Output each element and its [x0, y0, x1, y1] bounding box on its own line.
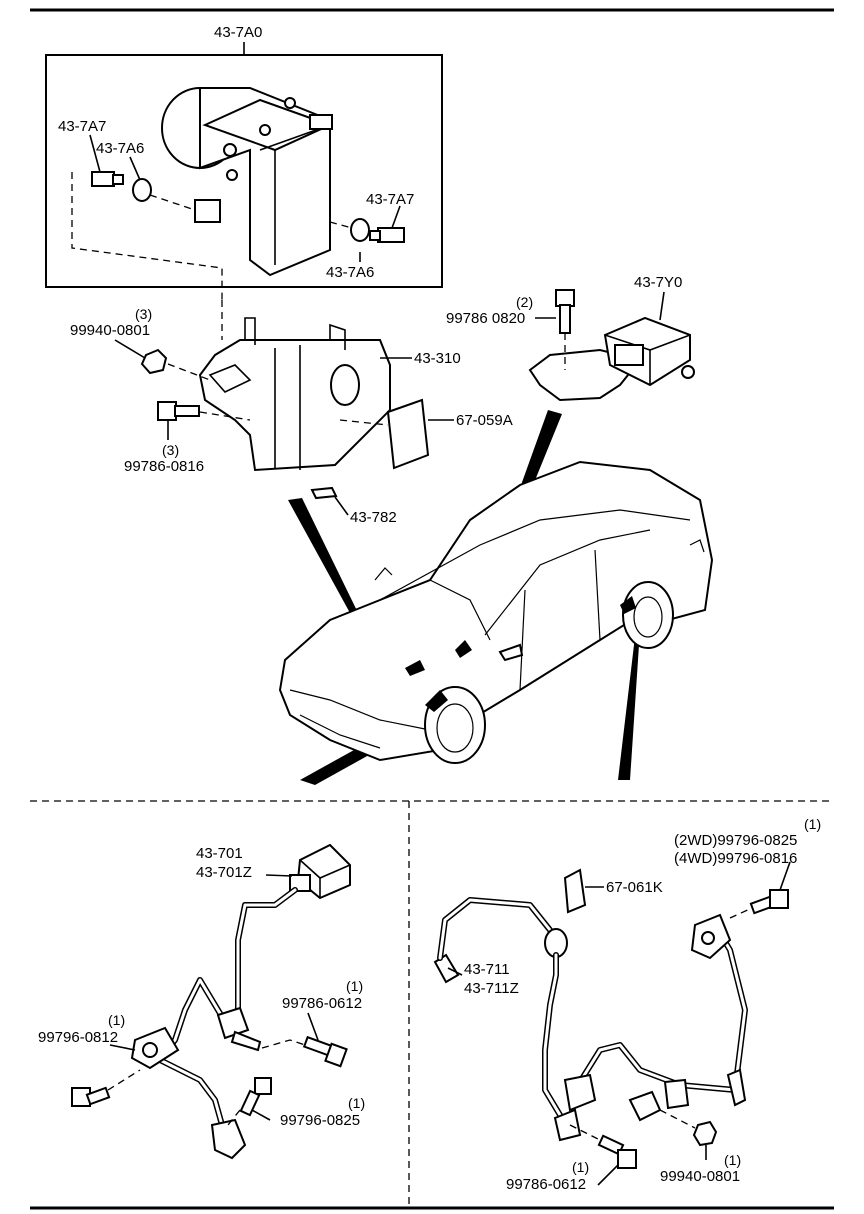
label-washer-b: 43-7A6	[326, 264, 374, 281]
label-bracket: 43-310	[414, 350, 461, 367]
label-rear-bolt-qty: (1)	[804, 816, 821, 832]
label-rear-sensor: 43-711	[464, 961, 510, 978]
leader-clip	[334, 496, 349, 516]
insulator-dash	[339, 419, 389, 426]
rear-nut-icon	[692, 1120, 718, 1147]
front-wheel-sensor	[130, 843, 351, 1160]
leader-front-bolt-c	[251, 1109, 271, 1121]
label-union-bolt-a: 43-7A7	[58, 118, 106, 135]
label-front-sensor-z: 43-701Z	[196, 864, 252, 881]
nut-dash	[167, 363, 211, 381]
label-rear-sensor-z: 43-711Z	[464, 980, 519, 997]
rear-bolt-b-dash	[569, 1124, 601, 1141]
front-bolt-b-dash	[107, 1069, 141, 1091]
rear-wheel-sensor	[433, 897, 748, 1142]
label-hu-assy: 43-7A0	[214, 24, 262, 41]
label-front-bolt-c: 99796-0825	[280, 1112, 360, 1129]
leader-7a7b	[391, 205, 401, 229]
label-insulator: 67-059A	[456, 412, 513, 429]
label-front-sensor: 43-701	[196, 845, 243, 862]
label-sensor-bolt-qty: (2)	[516, 294, 533, 310]
washer-a-icon	[132, 178, 152, 202]
label-rear-bolt-b: 99786-0612	[506, 1176, 586, 1193]
hu-bracket	[198, 317, 391, 472]
label-rear-bolt-2wd: (2WD)99796-0825	[674, 832, 797, 849]
leader-yaw-sensor	[659, 291, 665, 321]
rear-bolt-icon	[749, 889, 789, 915]
washer-b-icon	[350, 218, 370, 242]
label-nut-qty: (3)	[135, 306, 152, 322]
label-front-bolt-c-qty: (1)	[348, 1095, 365, 1111]
label-union-bolt-b: 43-7A7	[366, 191, 414, 208]
label-rear-bolt-b-qty: (1)	[572, 1159, 589, 1175]
front-bolt-a-icon	[302, 1035, 348, 1068]
leader-nut	[114, 339, 146, 359]
front-bolt-a-dash	[261, 1039, 306, 1049]
label-rear-nut: 99940-0801	[660, 1168, 740, 1185]
callout-rear-wedge	[618, 628, 640, 780]
label-front-bolt-a-qty: (1)	[346, 978, 363, 994]
nut-icon	[140, 348, 168, 375]
union-bolt-b-icon	[369, 227, 405, 243]
label-nut: 99940-0801	[70, 322, 150, 339]
leader-rear-sensor	[447, 967, 463, 976]
sensor-bolt-icon	[555, 289, 575, 334]
hydraulic-unit	[161, 87, 333, 277]
washer-dash-a	[149, 194, 196, 211]
label-sensor-bolt: 99786 0820	[446, 310, 525, 327]
front-bolt-c-icon	[239, 1077, 272, 1117]
hu-dash-left	[71, 172, 223, 300]
rear-label-tag	[563, 868, 587, 914]
label-rear-label: 67-061K	[606, 879, 663, 896]
label-rear-bolt-4wd: (4WD)99796-0816	[674, 850, 797, 867]
label-front-bolt-a: 99786-0612	[282, 995, 362, 1012]
yaw-sensor	[528, 316, 695, 402]
rear-nut-dash	[659, 1109, 696, 1129]
leader-front-bolt-a	[307, 1012, 319, 1041]
label-rear-nut-qty: (1)	[724, 1152, 741, 1168]
clip-icon	[310, 486, 338, 500]
bolt-dash	[199, 411, 251, 421]
label-washer-a: 43-7A6	[96, 140, 144, 157]
washer-dash-b	[329, 221, 353, 229]
label-clip: 43-782	[350, 509, 397, 526]
label-front-bolt-b: 99796-0812	[38, 1029, 118, 1046]
leader-7a6a	[129, 156, 141, 181]
leader-rear-bolt	[779, 861, 791, 891]
vehicle-illustration	[278, 460, 714, 764]
label-front-bolt-b-qty: (1)	[108, 1012, 125, 1028]
insulator-pad	[386, 398, 430, 470]
label-bolt: 99786-0816	[124, 458, 204, 475]
front-bolt-c-dash	[227, 1109, 241, 1126]
rear-bolt-b-icon	[597, 1134, 637, 1169]
label-yaw-sensor: 43-7Y0	[634, 274, 682, 291]
union-bolt-a-icon	[91, 171, 124, 187]
leader-7a7a	[89, 134, 101, 173]
front-bolt-b-icon	[71, 1086, 111, 1107]
leader-front-bolt-b	[109, 1044, 136, 1051]
bolt-icon	[157, 401, 200, 421]
label-bolt-qty: (3)	[162, 442, 179, 458]
leader-rear-bolt-b	[597, 1164, 619, 1186]
rear-bolt-dash	[729, 907, 753, 919]
leader-front-sensor	[265, 874, 293, 877]
